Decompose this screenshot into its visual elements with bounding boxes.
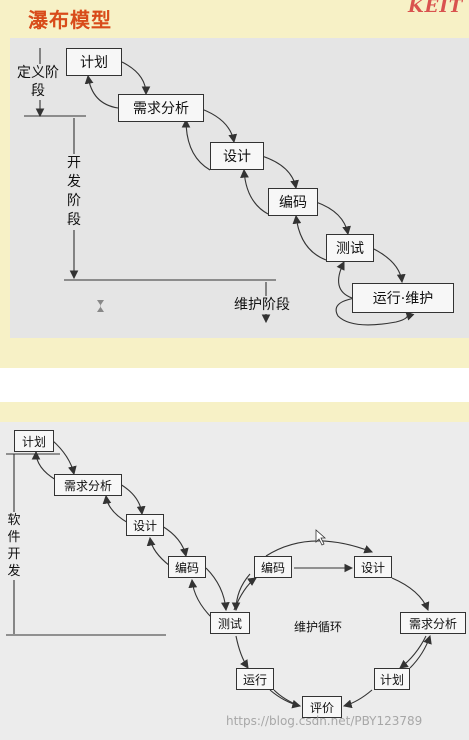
- waterfall-box-test: 测试: [326, 234, 374, 262]
- develop-phase-label: 开发阶段: [64, 154, 84, 230]
- define-phase-label: 定义阶段: [16, 64, 60, 100]
- loop-left-box-plan: 计划: [14, 430, 54, 452]
- loop-code-to-test-arrow: [231, 573, 251, 612]
- operate-self-loop: [335, 297, 415, 326]
- watermark: https://blog.csdn.net/PBY123789: [226, 714, 423, 728]
- b-code-to-test-arrow: [205, 567, 230, 612]
- loop-test-to-operate-arrow: [235, 635, 249, 669]
- operate-to-test-feedback: [336, 261, 353, 299]
- b-test-to-code-feedback: [188, 578, 213, 619]
- loop-left-box-analysis: 需求分析: [54, 474, 122, 496]
- loop-box-plan: 计划: [374, 668, 410, 690]
- b-plan-to-analysis-arrow: [51, 439, 77, 476]
- design-to-code-arrow: [261, 155, 299, 190]
- b-analysis-to-plan-feedback: [31, 450, 57, 481]
- code-to-design-feedback: [240, 168, 269, 215]
- waterfall-box-plan: 计划: [66, 48, 122, 76]
- loop-box-operate: 运行: [236, 668, 274, 690]
- loop-box-test: 测试: [210, 612, 250, 634]
- design-to-analysis-feedback: [181, 118, 211, 171]
- loop-plan-to-eval-arrow: [342, 689, 373, 709]
- loop-box-design: 设计: [354, 556, 392, 578]
- loop-operate-to-eval-arrow: [269, 689, 302, 709]
- waterfall-box-analysis: 需求分析: [118, 94, 204, 122]
- maintenance-loop-label: 维护循环: [294, 620, 343, 634]
- loop-box-analysis: 需求分析: [400, 612, 466, 634]
- waterfall-box-operate-maintain: 运行·维护: [352, 283, 454, 313]
- b-code-to-design-feedback: [146, 536, 171, 567]
- waterfall-box-code: 编码: [268, 188, 318, 216]
- brand-logo: KEIT: [408, 0, 464, 17]
- loop-upper-arc-arrow: [265, 540, 374, 557]
- plan-to-analysis-arrow: [121, 61, 151, 96]
- hourglass-icon: [97, 300, 104, 312]
- waterfall-box-design: 设计: [210, 142, 264, 170]
- test-to-operate-arrow: [371, 247, 406, 284]
- mouse-cursor-icon: [315, 529, 327, 546]
- test-to-code-feedback: [292, 214, 327, 261]
- loop-left-box-design: 设计: [126, 514, 164, 536]
- loop-left-box-code: 编码: [168, 556, 206, 578]
- loop-test-to-code-arrow: [233, 577, 257, 611]
- analysis-to-plan-feedback: [84, 74, 119, 109]
- loop-box-evaluate: 评价: [302, 696, 342, 718]
- loop-plan-to-analysis-arrow: [409, 634, 432, 669]
- loop-box-code: 编码: [254, 556, 292, 578]
- software-dev-phase-label: 软件开发: [4, 512, 24, 580]
- page-title: 瀑布模型: [28, 8, 112, 32]
- code-to-test-arrow: [315, 201, 351, 236]
- b-analysis-to-design-arrow: [119, 483, 146, 516]
- maintain-phase-label: 维护阶段: [222, 296, 302, 314]
- b-design-to-code-arrow: [161, 525, 189, 558]
- loop-design-to-analysis-arrow: [391, 577, 430, 612]
- loop-operate-to-eval-line: [273, 689, 301, 707]
- waterfall-panel: [0, 0, 469, 368]
